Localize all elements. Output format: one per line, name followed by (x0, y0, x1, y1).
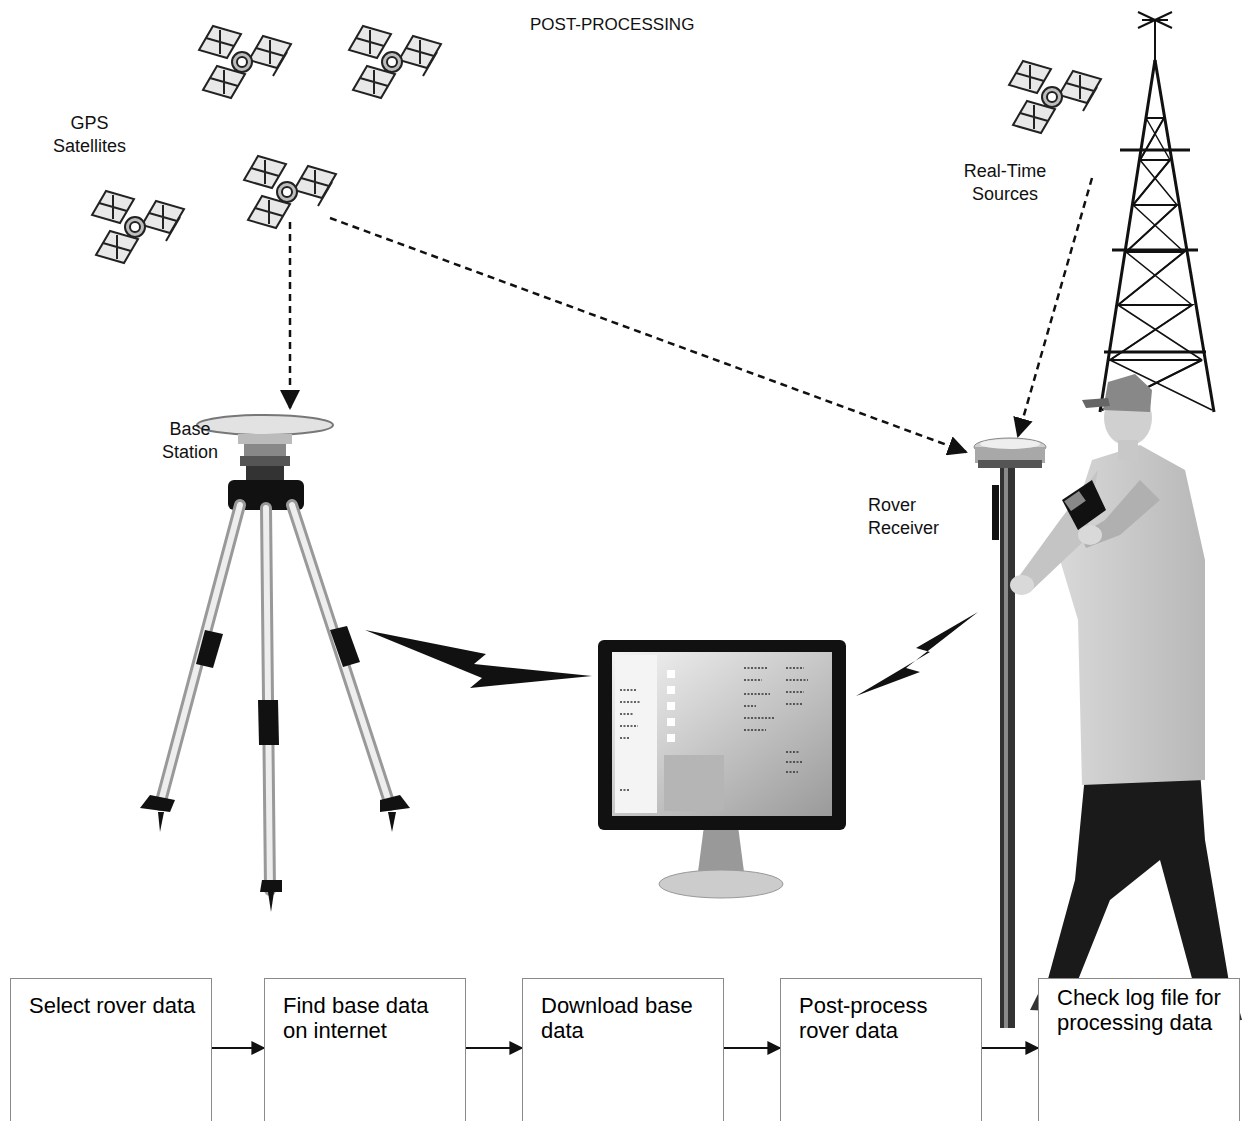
box-text: Check log file for processing data (1057, 985, 1225, 1036)
signal-line (1018, 178, 1092, 436)
rover-pole (974, 438, 1046, 1028)
process-box: Download base data (522, 978, 724, 1121)
computer-monitor (598, 640, 846, 898)
process-box: Post-process rover data (780, 978, 982, 1121)
box-text: Post-process rover data (799, 993, 967, 1044)
flow-arrow (212, 1047, 264, 1049)
part-label: GPS Satellites (42, 112, 137, 157)
box-text: Download base data (541, 993, 709, 1044)
satellite (349, 26, 441, 98)
satellite (244, 156, 336, 228)
process-box: Find base data on internet (264, 978, 466, 1121)
signal-line (289, 222, 292, 408)
flow-arrow (466, 1047, 522, 1049)
signal-lines (290, 178, 1092, 452)
box-text: Select rover data (29, 993, 197, 1018)
part-label: Rover Receiver (868, 494, 958, 539)
process-box: Check log file for processing data (1038, 978, 1240, 1121)
process-box: Select rover data (10, 978, 212, 1121)
gps-satellites (92, 26, 1101, 263)
base-station (140, 415, 410, 912)
satellite (92, 191, 184, 263)
radio-tower (1100, 12, 1214, 412)
surveyor (1010, 374, 1242, 1022)
flow-arrow (982, 1047, 1038, 1049)
wireless-bolt (856, 612, 978, 696)
part-label: Real-Time Sources (946, 160, 1064, 205)
part-label: Base Station (145, 418, 235, 463)
flow-arrow (724, 1047, 780, 1049)
satellite (199, 26, 291, 98)
diagram-title: POST-PROCESSING (530, 14, 694, 35)
satellite (1009, 61, 1101, 133)
signal-line (330, 218, 966, 452)
box-text: Find base data on internet (283, 993, 451, 1044)
wireless-bolt (365, 630, 592, 688)
